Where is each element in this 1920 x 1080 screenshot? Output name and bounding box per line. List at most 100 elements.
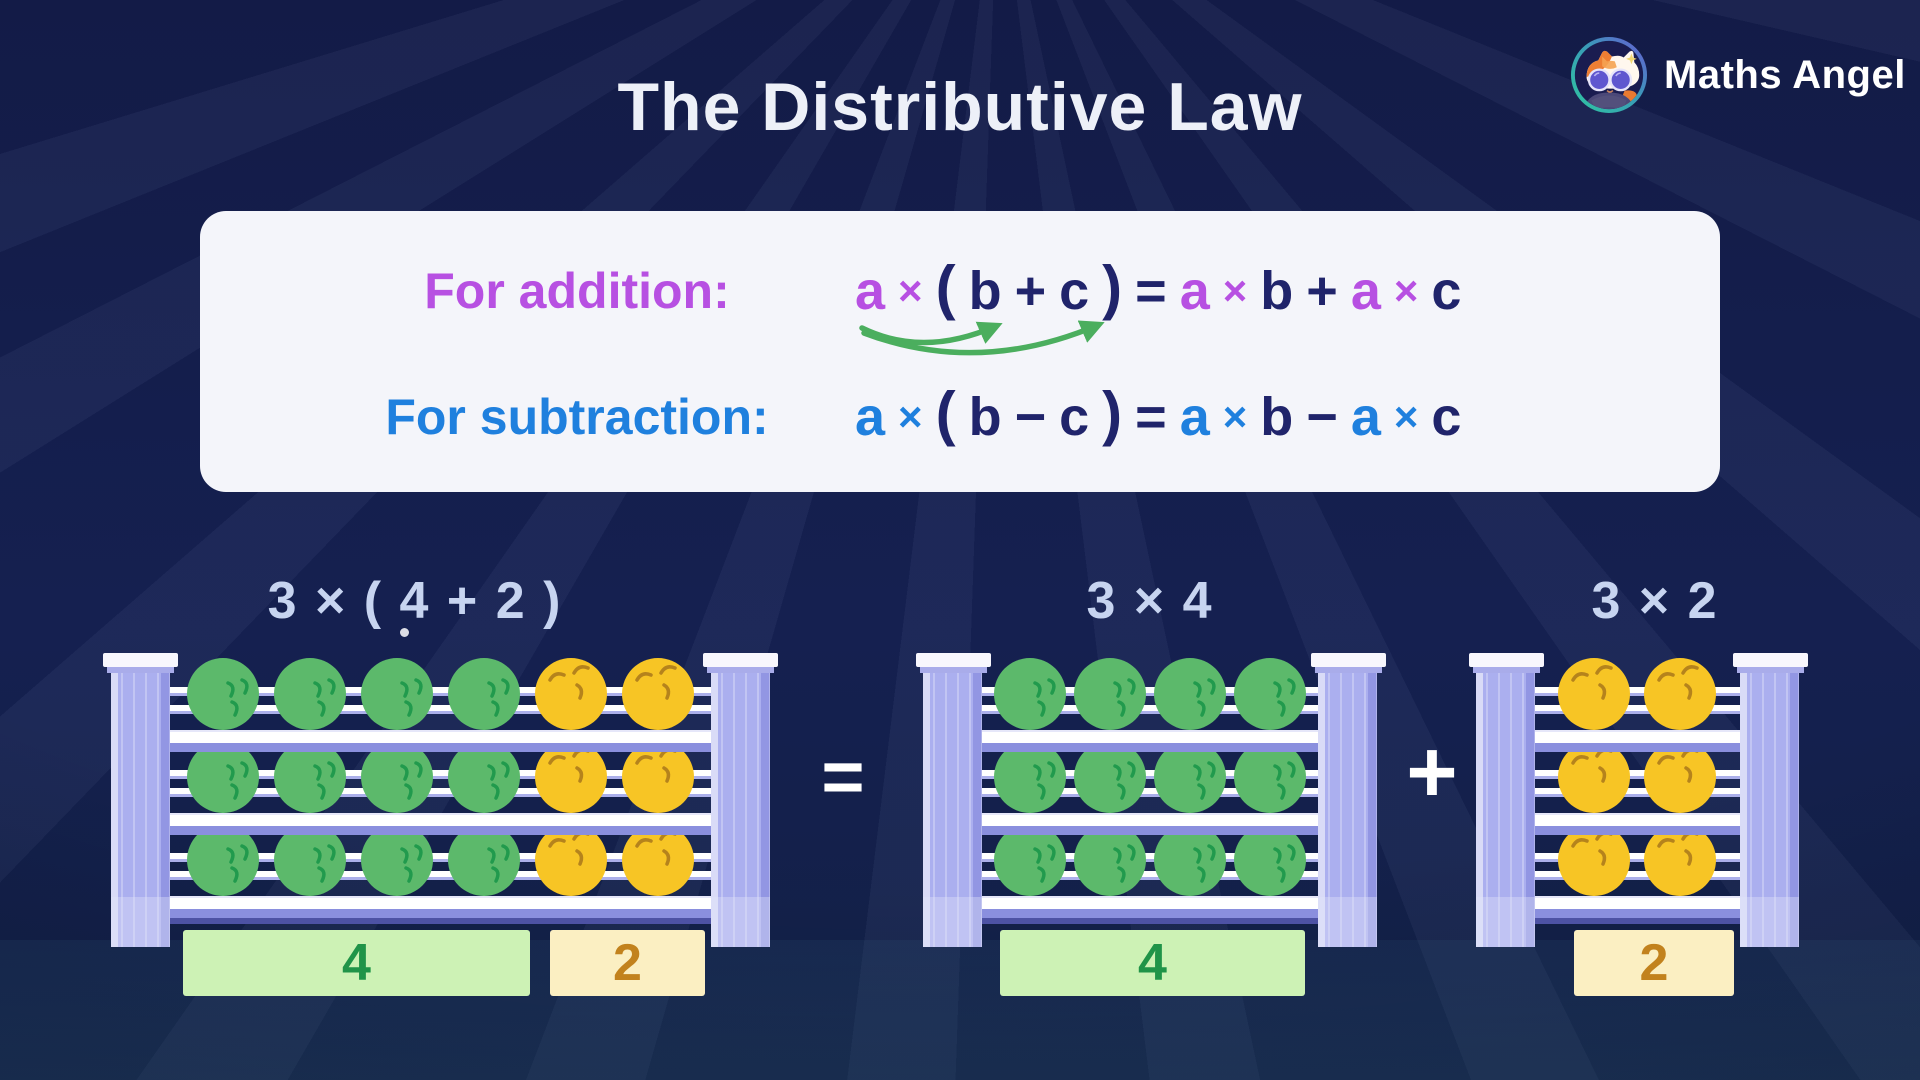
rack-shelf-underline — [933, 918, 1367, 924]
bead-yellow — [1644, 658, 1716, 730]
bead-green — [994, 658, 1066, 730]
rack-pillar-cap — [703, 653, 778, 673]
rack-rail — [1486, 853, 1789, 862]
rack-rail — [121, 705, 760, 714]
abacus-rack-middle: 4 — [909, 653, 1391, 1003]
formula-token-a: a — [1350, 261, 1381, 321]
rack-pillar-cap — [1733, 653, 1808, 673]
rack-rail — [933, 788, 1367, 797]
formula-token-a: a — [1350, 387, 1381, 447]
bead-green — [361, 741, 433, 813]
formula-token-+: + — [1306, 261, 1338, 321]
rack-pillar-cap — [103, 653, 178, 673]
bead-yellow — [535, 658, 607, 730]
formula-token-times: × — [898, 267, 923, 314]
formula-token-b: b — [1260, 261, 1294, 321]
bead-green — [187, 824, 259, 896]
rack-shelf — [1486, 896, 1789, 918]
background-star-dot — [400, 628, 409, 637]
abacus-rack-right: 2 — [1469, 653, 1814, 1003]
formula-token-): ) — [1102, 380, 1123, 447]
formula-token-+: + — [1014, 261, 1047, 321]
rack-pillar — [1740, 666, 1799, 947]
bead-green — [1234, 824, 1306, 896]
rack-rail — [1486, 770, 1789, 779]
plus-sign: + — [1406, 722, 1458, 821]
subtraction-label: For subtraction: — [385, 389, 769, 445]
rack-pillar — [923, 666, 982, 947]
page-title: The Distributive Law — [617, 69, 1303, 145]
bead-green — [274, 741, 346, 813]
bead-green — [361, 658, 433, 730]
rack-frame — [909, 653, 1391, 1003]
formula-token-a: a — [855, 387, 886, 447]
count-box-green: 4 — [183, 930, 530, 996]
formula-token-c: c — [1059, 387, 1090, 447]
addition-row: For addition: a×(b+c)=a×b+a×c — [200, 253, 1720, 329]
addition-label: For addition: — [424, 263, 730, 319]
rack-rail — [933, 853, 1367, 862]
rack-rail — [1486, 705, 1789, 714]
bead-green — [1074, 824, 1146, 896]
formula-token-=: = — [1135, 387, 1167, 447]
bead-green — [187, 658, 259, 730]
formula-token-−: − — [1306, 387, 1338, 447]
rack-shelf — [933, 730, 1367, 752]
rack-pillar — [711, 666, 770, 947]
formula-token-a: a — [1179, 387, 1210, 447]
bead-green — [448, 658, 520, 730]
rack-frame — [99, 653, 787, 1003]
formula-card: For addition: a×(b+c)=a×b+a×c For subtra… — [200, 211, 1720, 492]
bead-green — [994, 741, 1066, 813]
formula-token-b: b — [968, 261, 1002, 321]
bead-green — [361, 824, 433, 896]
count-box-yellow: 2 — [550, 930, 705, 996]
rack-shelf — [1486, 813, 1789, 835]
formula-token-times: × — [1222, 267, 1248, 314]
formula-token-b: b — [968, 387, 1002, 447]
rack-rail — [1486, 788, 1789, 797]
formula-token-a: a — [1179, 261, 1210, 321]
count-box-yellow: 2 — [1574, 930, 1734, 996]
rack-rail — [121, 853, 760, 862]
formula-token-b: b — [1260, 387, 1294, 447]
formula-token-c: c — [1059, 261, 1090, 321]
brand-logo: Maths Angel — [1570, 36, 1906, 114]
rack-rail — [1486, 871, 1789, 880]
rack-rail — [933, 871, 1367, 880]
rack-rail — [933, 705, 1367, 714]
bead-green — [1234, 658, 1306, 730]
bead-green — [994, 824, 1066, 896]
rack-shelf-underline — [1486, 918, 1789, 924]
rack-shelf — [933, 813, 1367, 835]
rack-rail — [121, 871, 760, 880]
formula-token-times: × — [898, 393, 923, 440]
rack-frame — [1469, 653, 1814, 1003]
expression-middle: 3 × 4 — [1086, 572, 1214, 630]
distribution-arrows-icon — [859, 320, 1105, 356]
formula-token-times: × — [1222, 393, 1248, 440]
bead-green — [448, 824, 520, 896]
formula-token-times: × — [1393, 393, 1419, 440]
formula-token-c: c — [1431, 387, 1462, 447]
bead-green — [1234, 741, 1306, 813]
subtraction-formula: a×(b−c)=a×b−a×c — [855, 380, 1462, 447]
formula-token-=: = — [1135, 261, 1167, 321]
bead-yellow — [535, 741, 607, 813]
rack-shelf-underline — [121, 918, 760, 924]
rack-pillar — [1476, 666, 1535, 947]
addition-formula: a×(b+c)=a×b+a×c — [855, 258, 1461, 321]
bead-green — [448, 741, 520, 813]
bead-yellow — [1558, 658, 1630, 730]
maths-angel-mascot-icon — [1570, 36, 1648, 114]
rack-pillar-cap — [1469, 653, 1544, 673]
formula-token-−: − — [1014, 387, 1047, 447]
rack-shelf — [1486, 730, 1789, 752]
bead-yellow — [622, 658, 694, 730]
brand-name: Maths Angel — [1664, 52, 1906, 97]
rack-rail — [121, 770, 760, 779]
expression-right: 3 × 2 — [1591, 572, 1719, 630]
bead-green — [1074, 741, 1146, 813]
bead-green — [1154, 658, 1226, 730]
